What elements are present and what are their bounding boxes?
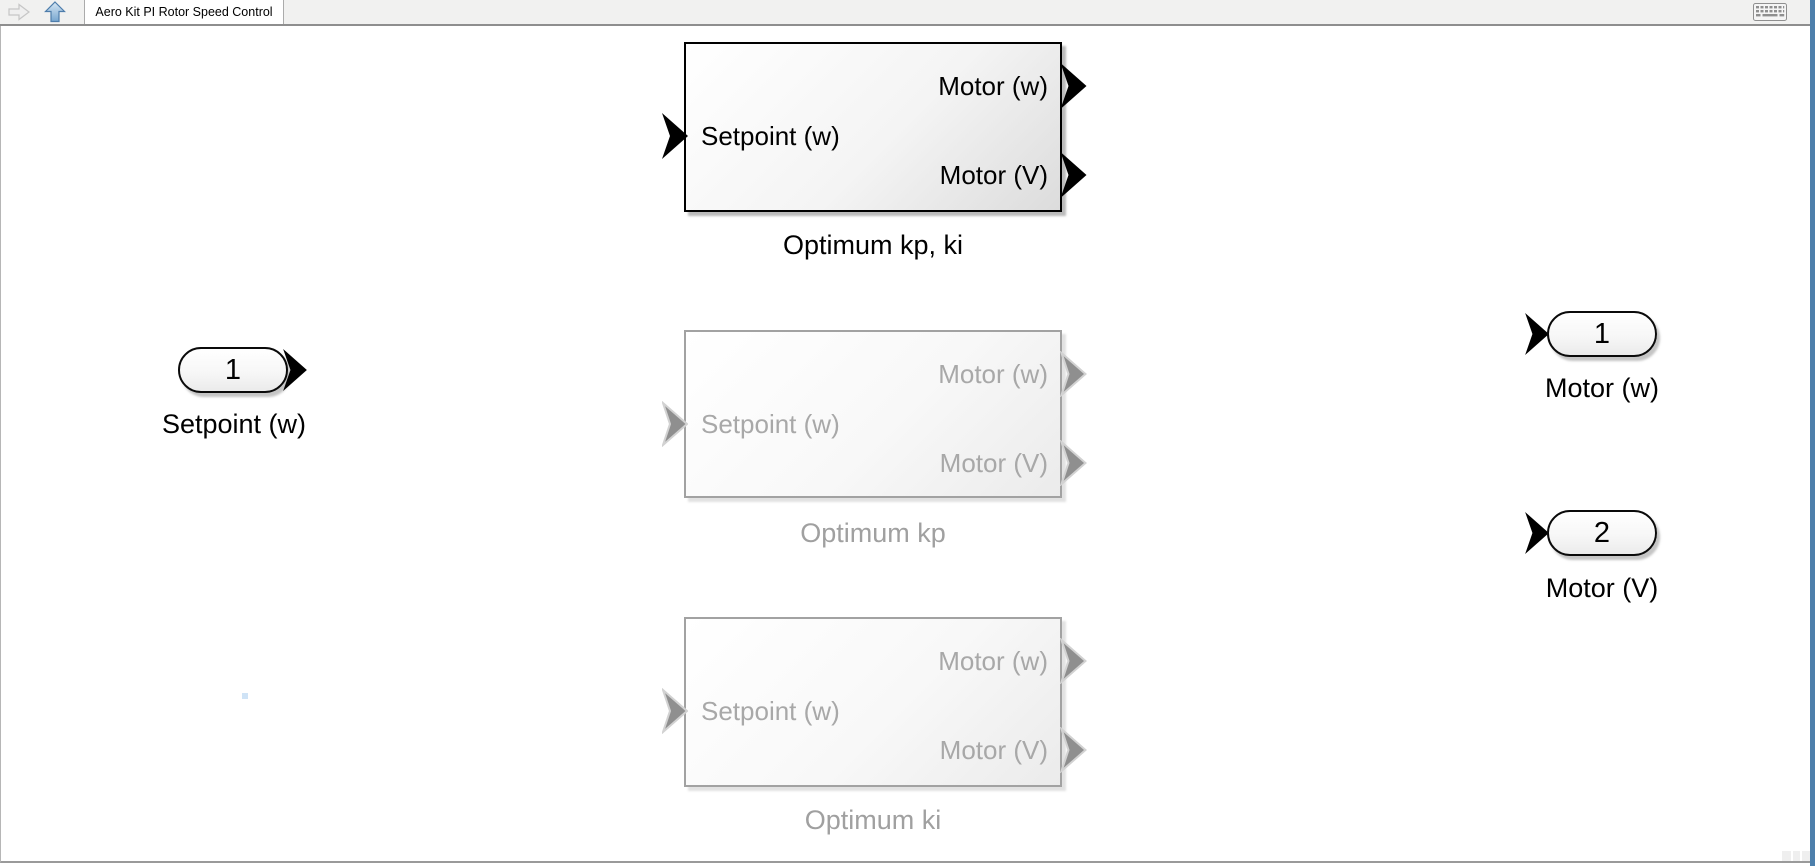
tab-title: Aero Kit PI Rotor Speed Control <box>95 5 273 19</box>
port-label-motor-v: Motor (V) <box>939 448 1048 478</box>
inport-number: 1 <box>224 353 242 386</box>
block-caption-optimum-ki[interactable]: Optimum ki <box>804 805 942 835</box>
keyboard-icon <box>1753 3 1787 21</box>
output-port-1-icon[interactable] <box>1060 638 1087 684</box>
block-caption-optimum-kp[interactable]: Optimum kp <box>800 518 946 548</box>
port-label-motor-w: Motor (w) <box>938 71 1048 101</box>
port-label-motor-w: Motor (w) <box>938 359 1048 389</box>
outport-label-motor-v[interactable]: Motor (V) <box>1545 573 1659 603</box>
subsystem-block-optimum-kp-ki[interactable]: Setpoint (w) Motor (w) Motor (V) <box>662 42 1087 212</box>
input-port-icon[interactable] <box>662 401 688 447</box>
outport-arrow-icon[interactable] <box>1522 512 1552 554</box>
port-label-motor-v: Motor (V) <box>939 735 1048 765</box>
output-port-2-icon[interactable] <box>1060 152 1087 198</box>
output-port-2-icon[interactable] <box>1060 727 1087 773</box>
status-corner-widget <box>1782 851 1813 861</box>
outport-number: 2 <box>1593 516 1611 549</box>
forward-arrow-icon <box>8 3 30 21</box>
port-label-setpoint-w: Setpoint (w) <box>701 696 840 726</box>
port-label-setpoint-w: Setpoint (w) <box>701 121 840 151</box>
input-port-icon[interactable] <box>662 113 688 159</box>
port-label-motor-v: Motor (V) <box>939 160 1048 190</box>
subsystem-block-optimum-kp[interactable]: Setpoint (w) Motor (w) Motor (V) <box>662 330 1087 498</box>
port-label-motor-w: Motor (w) <box>938 646 1048 676</box>
inport-block-setpoint[interactable]: 1 <box>178 347 318 393</box>
outport-block-motor-w[interactable]: 1 <box>1522 311 1662 357</box>
input-port-icon[interactable] <box>662 688 688 734</box>
navigation-toolbar: Aero Kit PI Rotor Speed Control <box>0 0 1815 26</box>
output-port-1-icon[interactable] <box>1060 351 1087 397</box>
outport-arrow-icon[interactable] <box>1522 313 1552 355</box>
tab-model-breadcrumb[interactable]: Aero Kit PI Rotor Speed Control <box>84 0 284 24</box>
output-port-1-icon[interactable] <box>1060 63 1087 109</box>
block-caption-optimum-kp-ki[interactable]: Optimum kp, ki <box>782 230 964 260</box>
outport-block-motor-v[interactable]: 2 <box>1522 510 1662 556</box>
subsystem-block-optimum-ki[interactable]: Setpoint (w) Motor (w) Motor (V) <box>662 617 1087 787</box>
up-button[interactable] <box>42 1 68 23</box>
outport-number: 1 <box>1593 317 1611 350</box>
window-edge <box>1810 0 1815 866</box>
canvas-artifact-dot <box>242 693 248 699</box>
port-label-setpoint-w: Setpoint (w) <box>701 409 840 439</box>
up-arrow-icon <box>44 1 66 23</box>
keyboard-button[interactable] <box>1753 3 1787 21</box>
output-port-2-icon[interactable] <box>1060 440 1087 486</box>
inport-arrow-icon[interactable] <box>277 349 313 391</box>
inport-label[interactable]: Setpoint (w) <box>161 409 307 439</box>
outport-label-motor-w[interactable]: Motor (w) <box>1545 373 1659 403</box>
forward-button[interactable] <box>6 1 32 23</box>
diagram-canvas[interactable]: Setpoint (w) Motor (w) Motor (V) Optimum… <box>0 26 1815 863</box>
